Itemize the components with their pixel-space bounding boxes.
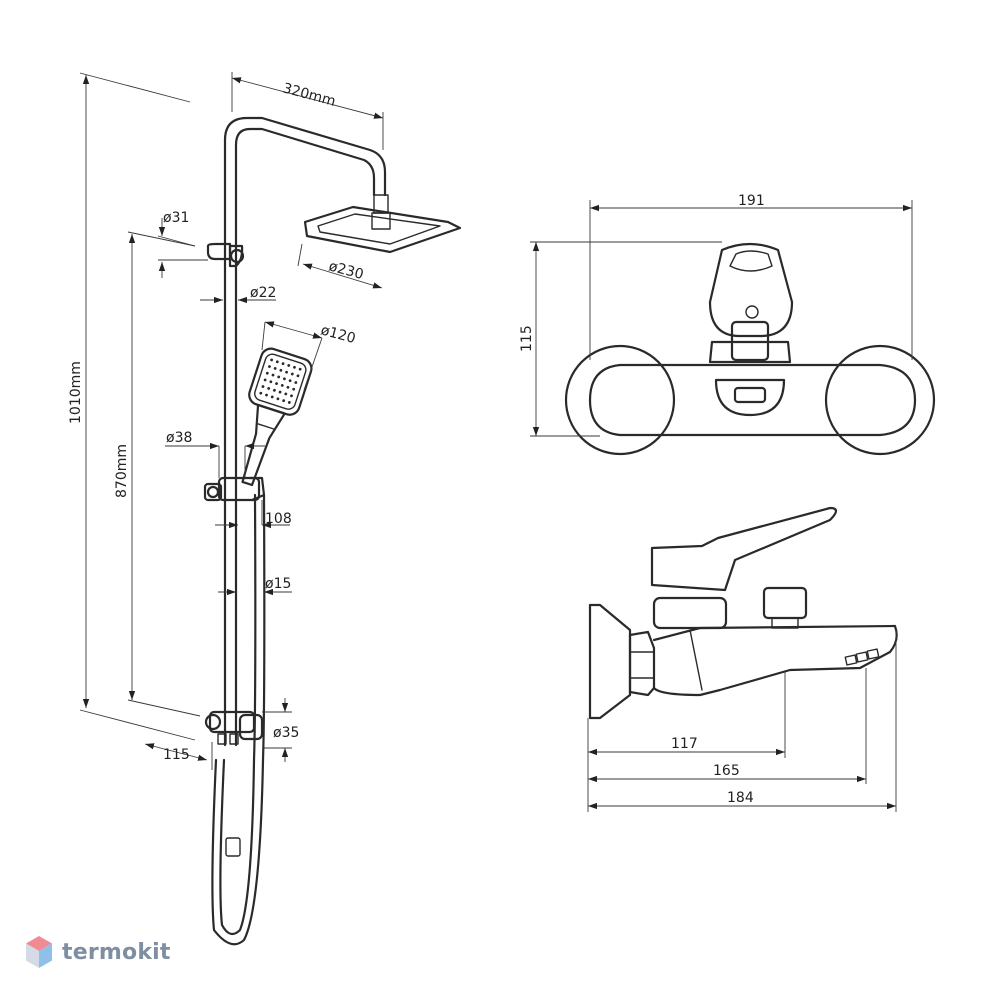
- nozzle-dot: [290, 394, 293, 398]
- nozzle-dot: [268, 365, 271, 368]
- nozzle-dot: [282, 399, 286, 403]
- nozzle-dot: [270, 358, 274, 362]
- brand-name: termokit: [62, 939, 171, 965]
- nozzle-dot: [273, 367, 277, 370]
- mixer-front-view: [564, 242, 936, 456]
- nozzle-dot: [265, 371, 269, 375]
- nozzle-dot: [261, 385, 265, 388]
- nozzle-dot: [279, 368, 283, 372]
- label-holder-upper: ø31: [163, 210, 189, 226]
- label-bar-height: 870mm: [114, 444, 130, 498]
- nozzle-dot: [276, 397, 280, 401]
- nozzle-dot: [288, 379, 292, 383]
- label-hose-diameter: ø15: [265, 576, 291, 592]
- slider: [203, 476, 266, 502]
- label-mixer-height: 115: [519, 325, 535, 352]
- nozzle-dot: [263, 378, 267, 382]
- upper-holder: [206, 242, 245, 268]
- nozzle-dot: [287, 401, 291, 404]
- nozzle-dot: [294, 381, 298, 384]
- nozzle-dot: [286, 385, 290, 389]
- mixer-side-dimension-lines: [587, 630, 897, 812]
- nozzle-dot: [287, 364, 291, 367]
- nozzle-dot: [278, 390, 282, 394]
- mixer-front-dimension-lines: [530, 200, 913, 437]
- label-spout-165: 165: [713, 763, 740, 779]
- nozzle-dot: [281, 362, 285, 366]
- overhead-shower-head: [303, 205, 462, 254]
- riser-pipe: [223, 116, 387, 747]
- nozzle-dot: [292, 387, 296, 391]
- label-slider-offset: 108: [265, 511, 292, 527]
- nozzle-dot: [275, 360, 279, 364]
- label-riser-width: 320mm: [281, 80, 337, 109]
- label-spout-117: 117: [671, 736, 698, 752]
- label-total-height: 1010mm: [68, 361, 84, 424]
- nozzle-dot: [296, 374, 300, 378]
- nozzle-dot: [283, 377, 286, 381]
- nozzle-dot: [270, 395, 274, 399]
- label-mixer-width: 191: [738, 193, 765, 209]
- nozzle-dot: [277, 375, 281, 379]
- hand-shower: [241, 347, 313, 487]
- cube-logo-icon: [26, 936, 52, 968]
- nozzle-dot: [293, 365, 296, 369]
- brand-logo: termokit: [24, 934, 171, 970]
- label-spout-184: 184: [727, 790, 754, 806]
- shower-system: [203, 116, 462, 946]
- label-overhead-diameter: ø230: [327, 258, 365, 283]
- nozzle-dot: [284, 392, 288, 396]
- nozzle-dot: [271, 373, 275, 377]
- riser-pipe-inner: [234, 127, 376, 747]
- nozzle-dot: [269, 380, 273, 384]
- label-bar-diameter: ø22: [250, 285, 276, 301]
- label-bracket-depth: 115: [163, 747, 190, 763]
- nozzle-dot: [298, 367, 302, 371]
- shower-dimension-lines: [79, 72, 384, 770]
- dimension-labels: 320mm 1010mm ø31 ø230 ø22 ø120 ø38 870mm…: [68, 80, 765, 806]
- hose: [211, 493, 266, 946]
- nozzle-dot: [265, 393, 268, 397]
- nozzle-dot: [285, 370, 288, 374]
- nozzle-dot: [272, 388, 276, 392]
- nozzle-dot: [290, 372, 294, 376]
- label-bracket-diameter: ø35: [273, 725, 299, 741]
- label-slider-diameter: ø38: [166, 430, 192, 446]
- nozzle-dot: [275, 382, 278, 386]
- mixer-side-view: [588, 506, 898, 720]
- nozzle-dot: [280, 384, 284, 387]
- nozzle-dot: [259, 391, 263, 395]
- label-hand-shower-diameter: ø120: [319, 322, 357, 347]
- nozzle-dot: [267, 387, 271, 390]
